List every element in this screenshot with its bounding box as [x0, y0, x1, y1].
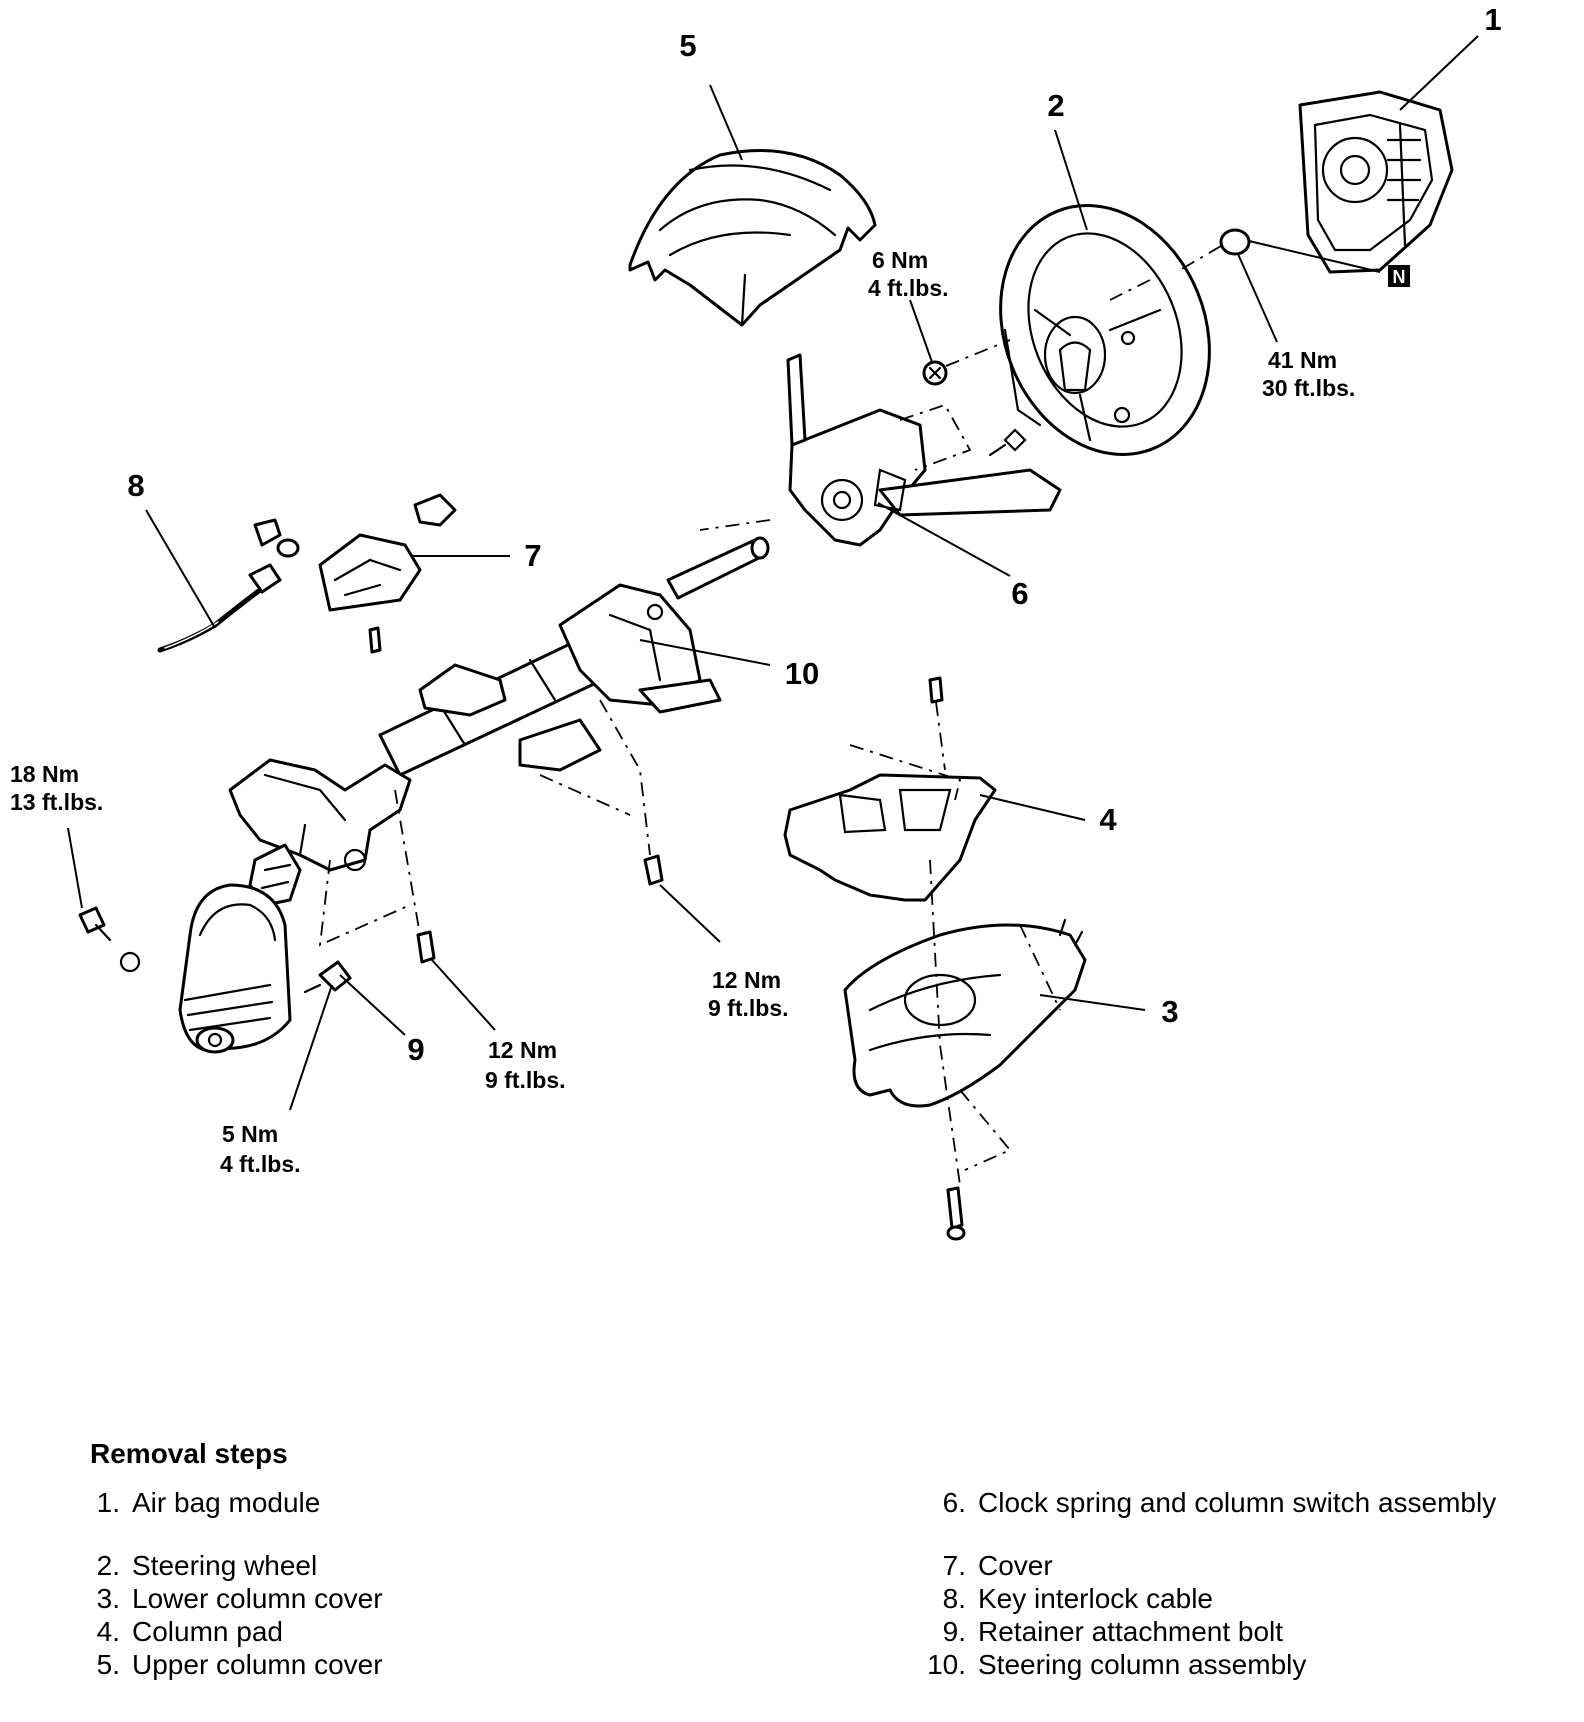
key-interlock-cable — [157, 518, 300, 653]
torque-bracket-ftlbs: 13 ft.lbs. — [10, 789, 103, 815]
lower-column-cover — [843, 859, 1087, 1186]
steering-wheel-bolt — [922, 339, 1011, 386]
removal-steps-right: 6. Clock spring and column switch assemb… — [920, 1486, 1570, 1681]
step-number: 4. — [96, 1616, 120, 1647]
torque-bracket-nm: 18 Nm — [10, 761, 79, 787]
step-text: Steering column assembly — [978, 1649, 1307, 1680]
removal-steps-left: 1. Air bag module 2. Steering wheel 3. L… — [90, 1486, 810, 1681]
callout-9: 9 — [407, 1032, 424, 1067]
torque-column-bolt-right-ftlbs: 9 ft.lbs. — [708, 995, 789, 1021]
step-text: Air bag module — [132, 1487, 321, 1518]
removal-step: 10. Steering column assembly — [920, 1648, 1570, 1681]
step-text: Upper column cover — [132, 1649, 383, 1680]
torque-column-bolt-right-nm: 12 Nm — [712, 967, 781, 993]
nut-marker-label: N — [1393, 267, 1406, 287]
step-text: Retainer attachment bolt — [978, 1616, 1284, 1647]
callout-6: 6 — [1011, 576, 1028, 611]
removal-step: 1. Air bag module — [90, 1486, 810, 1519]
step-number: 3. — [96, 1583, 120, 1614]
lower-cover-screw — [946, 1186, 966, 1241]
step-text: Cover — [978, 1550, 1053, 1581]
steering-column-assembly — [178, 519, 771, 1054]
step-number: 2. — [96, 1550, 120, 1581]
leader-lines — [67, 35, 1479, 1111]
retainer-attachment-bolt — [303, 960, 352, 994]
callout-4: 4 — [1099, 802, 1117, 837]
torque-retainer-ftlbs: 4 ft.lbs. — [220, 1151, 301, 1177]
step-number: 9. — [942, 1616, 966, 1647]
removal-step: 3. Lower column cover — [90, 1582, 810, 1615]
step-text: Column pad — [132, 1616, 283, 1647]
steering-wheel-nut — [1109, 228, 1251, 301]
step-text: Steering wheel — [132, 1550, 318, 1581]
callout-numbers: 1 2 3 4 5 6 7 8 9 10 — [127, 2, 1501, 1067]
torque-specs: 6 Nm 4 ft.lbs. 41 Nm 30 ft.lbs. 18 Nm 13… — [10, 247, 1355, 1177]
steering-wheel — [999, 204, 1211, 456]
step-number: 8. — [942, 1583, 966, 1614]
new-part-marker: N — [1388, 265, 1410, 287]
step-number: 10. — [927, 1649, 966, 1680]
torque-wheel-bolt-ftlbs: 4 ft.lbs. — [868, 275, 949, 301]
removal-step: 7. Cover — [920, 1549, 1570, 1582]
callout-2: 2 — [1047, 88, 1064, 123]
callout-5: 5 — [679, 28, 696, 63]
column-bolts — [78, 854, 664, 973]
step-number: 7. — [942, 1550, 966, 1581]
removal-step: 8. Key interlock cable — [920, 1582, 1570, 1615]
removal-step: 2. Steering wheel — [90, 1549, 810, 1582]
removal-steps-title: Removal steps — [90, 1438, 288, 1469]
removal-step: 9. Retainer attachment bolt — [920, 1615, 1570, 1648]
callout-10: 10 — [785, 656, 819, 691]
torque-wheel-bolt-nm: 6 Nm — [872, 247, 928, 273]
callout-1: 1 — [1484, 2, 1501, 37]
step-number: 5. — [96, 1649, 120, 1680]
column-pad — [783, 676, 997, 902]
steering-column-exploded-diagram: N — [10, 2, 1502, 1241]
torque-retainer-nm: 5 Nm — [222, 1121, 278, 1147]
step-text: Key interlock cable — [978, 1583, 1214, 1614]
cover — [318, 493, 457, 654]
torque-column-bolt-left-ftlbs: 9 ft.lbs. — [485, 1067, 566, 1093]
step-text: Clock spring and column switch assembly — [978, 1487, 1497, 1518]
step-number: 1. — [96, 1487, 120, 1518]
callout-8: 8 — [127, 468, 144, 503]
torque-wheel-nut-nm: 41 Nm — [1268, 347, 1337, 373]
torque-wheel-nut-ftlbs: 30 ft.lbs. — [1262, 375, 1355, 401]
upper-column-cover — [628, 149, 877, 327]
step-number: 6. — [942, 1487, 966, 1518]
callout-7: 7 — [524, 538, 541, 573]
removal-step: 5. Upper column cover — [90, 1648, 810, 1681]
removal-step: 6. Clock spring and column switch assemb… — [920, 1486, 1570, 1519]
step-text: Lower column cover — [132, 1583, 383, 1614]
callout-3: 3 — [1161, 994, 1178, 1029]
torque-column-bolt-left-nm: 12 Nm — [488, 1037, 557, 1063]
removal-step: 4. Column pad — [90, 1615, 810, 1648]
air-bag-module — [1298, 90, 1454, 274]
